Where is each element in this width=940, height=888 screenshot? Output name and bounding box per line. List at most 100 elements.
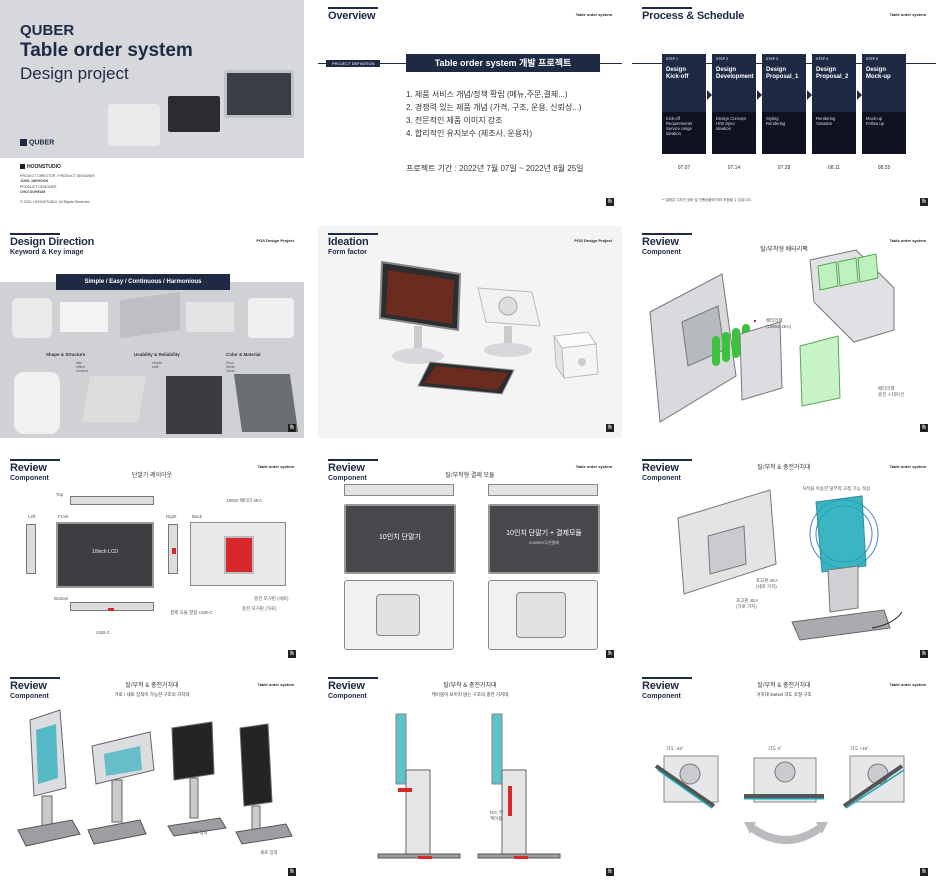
slide-review-cable[interactable]: Review Component 탈/부착 & 충전거치대 케이블이 보이지 않…: [318, 670, 622, 882]
slide-subtitle: Component: [328, 475, 367, 482]
station-caption: 배터리팩 충전 스테이션: [878, 386, 905, 397]
orientation-render: [17, 709, 293, 847]
battery-area: [224, 536, 254, 574]
cable-caption: D/C 케 케이블: [490, 810, 504, 821]
step-name: Design Development: [716, 67, 754, 80]
key-image: [14, 372, 60, 434]
slide-direction[interactable]: Design Direction Keyword & Key image POS…: [0, 226, 304, 438]
slide-review-cradle[interactable]: Review Component Table order system 탈/부착…: [632, 452, 936, 664]
module-area: [376, 594, 420, 636]
terminal-screen: [488, 504, 600, 574]
quber-logo-text: QUBER: [29, 139, 55, 147]
slide-review-payment[interactable]: Review Component Table order system 탈/부착…: [318, 452, 622, 664]
schedule-note: ** 일정은 디자인 검토 및 진행상황에 따라 조정될 수 있습니다.: [662, 198, 752, 202]
arrow-icon: [807, 90, 812, 100]
slide-tag: POS Design Project: [256, 238, 294, 243]
port-marker: [172, 548, 176, 554]
keywords-box: Simple / Easy / Continuous / Harmonious: [56, 274, 230, 290]
h-logo-icon: h: [920, 424, 928, 432]
slide-review-layout[interactable]: Review Component Table order system 단말기 …: [0, 452, 304, 664]
view-label: Bottom: [54, 596, 69, 601]
page-subheading: 거치대 Swivel 각도 조절 구조: [756, 692, 812, 697]
title-bar: [328, 677, 378, 679]
slide-review-battery[interactable]: Review Component Table order system 탈/부착…: [632, 226, 936, 438]
step-date: 08.11: [827, 165, 841, 171]
list-item: 3. 전문적인 제품 이미지 강조: [406, 116, 503, 125]
step-desc: Mock-up Follow up: [866, 116, 884, 126]
h-logo-icon: h: [288, 424, 296, 432]
magnet-note: 자석을 이용한 탈부착 고정 기능 적용: [802, 486, 871, 491]
list-item: 1. 제품 서비스 개념/정책 확립 (메뉴,주문,결제...): [406, 90, 568, 99]
module-caption: 결제 모듈 결합 USB-C: [170, 610, 213, 615]
terminal-label: 10인치 단말기: [379, 534, 421, 541]
slide-tag: Table order system: [889, 464, 926, 469]
slide-title: Review: [642, 680, 679, 692]
portrait-caption: 세로 장착: [260, 850, 278, 855]
angle-label: 각도 +45˚: [850, 746, 869, 751]
view-label: Left: [28, 514, 36, 519]
column-heading: Shape & Structure: [46, 352, 86, 357]
view-label: Front: [58, 514, 69, 519]
key-image: [12, 298, 52, 338]
key-image: [81, 376, 147, 422]
pogo-caption: 충전 포거핀 (가로): [242, 606, 277, 611]
studio-name: HOONSTUDIO: [20, 164, 61, 170]
payment-sub-label: IC/MSR/무선결제: [529, 540, 559, 545]
title-bar: [328, 233, 378, 235]
slide-tag: Table order system: [889, 682, 926, 687]
slide-title: Ideation: [328, 236, 369, 248]
step-label: STEP 1: [666, 57, 678, 61]
title-bar: [10, 233, 60, 235]
step-card: STEP 2 Design Development Design Concept…: [712, 54, 756, 154]
terminal-screen: [344, 504, 456, 574]
slide-title: Process & Schedule: [642, 10, 745, 22]
h-logo-icon: h: [288, 650, 296, 658]
slide-ideation[interactable]: Ideation Form factor POS Design Project …: [318, 226, 622, 438]
slide-title: Design Direction: [10, 236, 95, 248]
h-logo-icon: h: [606, 650, 614, 658]
slide-subtitle: Component: [10, 475, 49, 482]
cover-subtitle: Design project: [20, 64, 129, 83]
page-heading: 탈/부착형 결제 모듈: [445, 473, 495, 479]
copyright: © 2022, HOONSTUDIO. All Rights Reserved.: [20, 200, 91, 204]
step-card: STEP 4 Design Proposal_2 Rendering Varia…: [812, 54, 856, 154]
page-heading: 탈/부착 & 충전거치대: [757, 465, 811, 471]
slide-review-swivel[interactable]: Review Component Table order system 탈/부착…: [632, 670, 936, 882]
lcd-label: 10inch LCD: [91, 549, 119, 555]
slide-title: Review: [642, 462, 679, 474]
definition-label: PROJECT DEFINITION: [326, 60, 381, 67]
angle-label: 각도 -45˚: [666, 746, 684, 751]
column-heading: Usability & Reliability: [134, 352, 180, 357]
slide-subtitle: Component: [642, 693, 681, 700]
page-subheading: 케이블이 보이지 않는 구조의 충전 거치대: [431, 692, 509, 697]
slide-overview[interactable]: Overview Table order system PROJECT DEFI…: [318, 0, 622, 212]
slide-tag: Table order system: [575, 464, 612, 469]
step-label: STEP 5: [866, 57, 878, 61]
pogo-caption: 충전 포거핀 (세로): [254, 596, 289, 601]
step-card: STEP 1 Design Kick-off Kick-off Requirem…: [662, 54, 706, 154]
step-name: Design Proposal_1: [766, 67, 799, 80]
step-name: Design Mock-up: [866, 67, 891, 80]
slide-title: Review: [10, 680, 47, 692]
column-keywords: Fluor White Clean: [226, 361, 236, 373]
slide-cover[interactable]: QUBER Table order system Design project …: [0, 0, 304, 212]
step-desc: Kick-off Requirements Service range Idea…: [666, 116, 693, 136]
title-bar: [642, 459, 692, 461]
slide-subtitle: Component: [642, 475, 681, 482]
slide-review-orientation[interactable]: Review Component Table order system 탈/부착…: [0, 670, 304, 882]
studio-label: HOONSTUDIO: [27, 164, 61, 170]
overview-box: Table order system 개발 프로젝트: [406, 54, 600, 72]
list-item: 2. 경쟁력 있는 제품 개념 (가격, 구조, 운용, 신뢰성...): [406, 103, 582, 112]
slide-process[interactable]: Process & Schedule Table order system ST…: [632, 0, 936, 212]
device-image: [224, 70, 294, 118]
project-period: 프로젝트 기간 : 2022년 7월 07일 ~ 2022년 8월 25일: [406, 164, 584, 173]
h-logo-icon: h: [606, 424, 614, 432]
page-heading: 단말기 레이아웃: [131, 473, 173, 479]
slide-subtitle: Keyword & Key image: [10, 249, 84, 256]
title-bar: [10, 459, 60, 461]
slide-title: Review: [10, 462, 47, 474]
overview-list: 1. 제품 서비스 개념/정책 확립 (메뉴,주문,결제...) 2. 경쟁력 …: [406, 88, 582, 140]
step-desc: Design Concept H/W Spec Ideation: [716, 116, 746, 131]
slide-tag: POS Design Project: [574, 238, 612, 243]
role-2: PRODUCT DESIGNER: [20, 185, 57, 189]
